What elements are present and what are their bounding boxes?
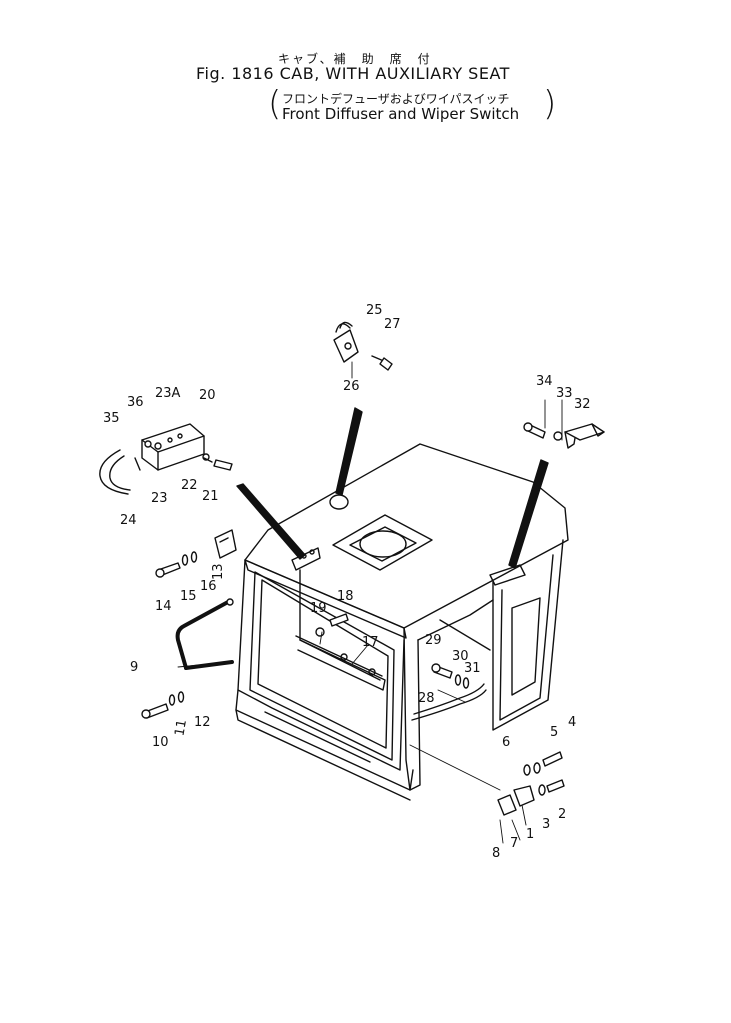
callout-28: 28: [418, 691, 435, 706]
callout-labels: 25 27 26 34 33 32 36 23A 20 35 22 21 23 …: [103, 303, 591, 861]
title-japanese: キャブ、補 助 席 付: [278, 52, 432, 66]
callout-4: 4: [568, 715, 576, 730]
diffuser-assembly: [333, 321, 393, 371]
callout-27: 27: [384, 317, 401, 332]
callout-21: 21: [202, 489, 219, 504]
callout-25: 25: [366, 303, 383, 318]
callout-34: 34: [536, 374, 553, 389]
callout-14: 14: [155, 599, 172, 614]
figure-title: Fig. 1816 CAB, WITH AUXILIARY SEAT: [196, 64, 510, 83]
callout-1: 1: [526, 827, 534, 842]
mirror-bracket: [155, 529, 237, 578]
subtitle-english: Front Diffuser and Wiper Switch: [282, 105, 520, 123]
callout-30: 30: [452, 649, 469, 664]
callout-18: 18: [337, 589, 354, 604]
callout-32: 32: [574, 397, 591, 412]
callout-17: 17: [362, 635, 379, 650]
leader-lines: [177, 361, 563, 844]
callout-10: 10: [152, 735, 169, 750]
callout-22: 22: [181, 478, 198, 493]
cab-body: [235, 443, 569, 801]
callout-31: 31: [464, 661, 481, 676]
callout-24: 24: [120, 513, 137, 528]
interior-rail: [297, 613, 386, 691]
wiper-switch-bracket: [523, 422, 605, 449]
callout-19: 19: [310, 601, 327, 616]
leader-wedges: [236, 407, 549, 569]
callout-29: 29: [425, 633, 442, 648]
callout-26: 26: [343, 379, 360, 394]
callout-16: 16: [200, 579, 217, 594]
callout-11: 11: [172, 718, 190, 737]
callout-3: 3: [542, 817, 550, 832]
switch-block: [99, 423, 233, 495]
wire-harness: [411, 663, 487, 721]
callout-20: 20: [199, 388, 216, 403]
callout-9: 9: [130, 660, 138, 675]
callout-2: 2: [558, 807, 566, 822]
callout-35: 35: [103, 411, 120, 426]
callout-7: 7: [510, 836, 518, 851]
lower-hardware: [497, 751, 565, 816]
callout-12: 12: [194, 715, 211, 730]
callout-23A: 23A: [155, 386, 181, 401]
left-bracket: (: [268, 84, 282, 124]
callout-8: 8: [492, 846, 500, 861]
callout-36: 36: [127, 395, 144, 410]
right-bracket: ): [543, 84, 557, 124]
callout-6: 6: [502, 735, 510, 750]
callout-5: 5: [550, 725, 558, 740]
grab-handle: [141, 598, 234, 719]
callout-13: 13: [211, 563, 226, 580]
callout-33: 33: [556, 386, 573, 401]
callout-23: 23: [151, 491, 168, 506]
callout-15: 15: [180, 589, 197, 604]
subtitle-japanese: フロントデフューザおよびワイパスイッチ: [282, 92, 510, 106]
